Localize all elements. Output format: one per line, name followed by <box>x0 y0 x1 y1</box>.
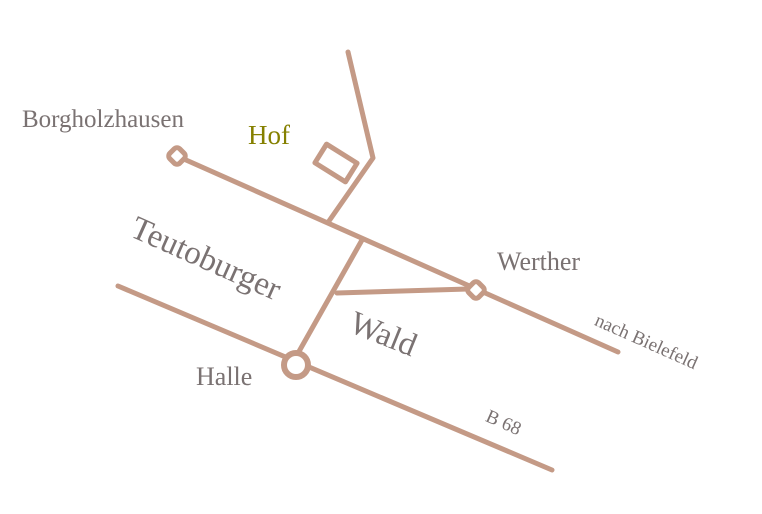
halle-node <box>281 350 311 380</box>
road-halle-connector <box>294 237 365 358</box>
hof-building <box>312 141 360 185</box>
label-halle: Halle <box>196 362 253 391</box>
road-hof-access <box>326 49 376 224</box>
label-hof: Hof <box>248 120 290 150</box>
werther-node <box>465 279 487 301</box>
label-werther: Werther <box>497 247 581 276</box>
label-borgholzhausen: Borgholzhausen <box>22 106 185 133</box>
borgholzhausen-node <box>166 145 188 167</box>
road-b68 <box>115 283 555 473</box>
road-borgholzhausen-bielefeld <box>174 153 621 355</box>
road-werther-connector <box>334 286 471 296</box>
